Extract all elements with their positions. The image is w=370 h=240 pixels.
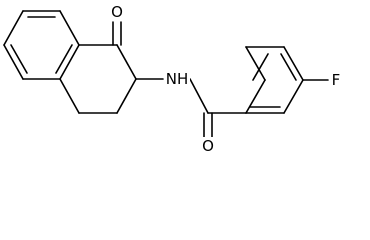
amide-oxygen-label: O [201,137,215,155]
benzo-ring [3,10,80,80]
fluorophenyl-ring [207,46,304,114]
ketone-oxygen-label: O [110,2,124,21]
fluorine-text: F [332,71,341,89]
molecule-structure-diagram: O NH O F [3,2,343,155]
cyclohexanone-ring [59,44,137,114]
amide-nitrogen-text: NH [166,70,189,88]
ketone-oxygen-text: O [111,3,123,21]
amide-oxygen-text: O [202,137,214,155]
ketone-double-bond [112,21,122,46]
amide-nitrogen-label: NH [164,69,190,88]
amide-linkage [135,78,209,114]
fluorine-label: F [329,70,343,89]
amide-double-bond [203,112,213,138]
